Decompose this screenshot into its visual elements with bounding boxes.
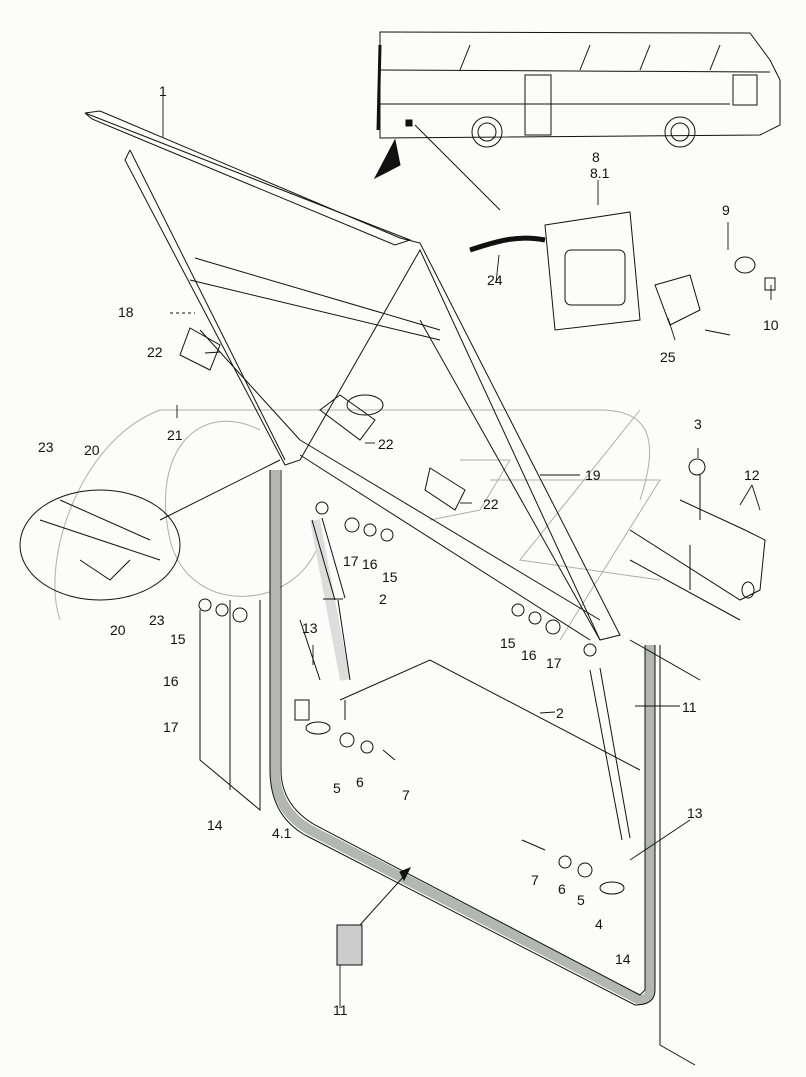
- callout-14: 14: [207, 817, 223, 833]
- callout-25: 25: [660, 349, 676, 365]
- callout-8-1: 8.1: [590, 165, 610, 181]
- callout-15: 15: [382, 569, 398, 585]
- callout-4-1: 4.1: [272, 825, 292, 841]
- callout-4: 4: [595, 916, 603, 932]
- fasteners: [198, 458, 706, 895]
- callout-15: 15: [170, 631, 186, 647]
- callout-9: 9: [722, 202, 730, 218]
- callout-17: 17: [546, 655, 562, 671]
- seal-profile: [336, 867, 412, 966]
- callout-2: 2: [379, 591, 387, 607]
- flap-panel: [84, 110, 621, 641]
- callout-17: 17: [163, 719, 179, 735]
- lock-assembly: [469, 211, 776, 336]
- callout-7: 7: [531, 872, 539, 888]
- callout-19: 19: [585, 467, 601, 483]
- callout-24: 24: [487, 272, 503, 288]
- callout-1: 1: [159, 83, 167, 99]
- bracket-12: [629, 499, 766, 621]
- callout-20: 20: [84, 442, 100, 458]
- door-frame-lower: [199, 600, 641, 812]
- gas-spring-left: [310, 501, 351, 681]
- callout-16: 16: [362, 556, 378, 572]
- callout-17: 17: [343, 553, 359, 569]
- callout-2: 2: [556, 705, 564, 721]
- callout-21: 21: [167, 427, 183, 443]
- callout-20: 20: [110, 622, 126, 638]
- callout-11: 11: [682, 699, 697, 715]
- callout-22: 22: [483, 496, 499, 512]
- callout-18: 18: [118, 304, 134, 320]
- bus-illustration: [373, 31, 781, 211]
- callout-12: 12: [744, 467, 760, 483]
- seal-frame: [269, 470, 701, 1066]
- callout-16: 16: [163, 673, 179, 689]
- callout-22: 22: [147, 344, 163, 360]
- callout-8: 8: [592, 149, 600, 165]
- detail-view-hinge: [19, 459, 281, 601]
- callout-23: 23: [149, 612, 165, 628]
- callout-3: 3: [694, 416, 702, 432]
- callout-6: 6: [558, 881, 566, 897]
- callout-11: 11: [333, 1002, 348, 1018]
- callout-10: 10: [763, 317, 779, 333]
- gas-spring-right: [583, 643, 631, 841]
- callout-14: 14: [615, 951, 631, 967]
- callout-23: 23: [38, 439, 54, 455]
- callout-5: 5: [577, 892, 585, 908]
- callout-22: 22: [378, 436, 394, 452]
- callout-5: 5: [333, 780, 341, 796]
- callout-13: 13: [302, 620, 318, 636]
- callout-15: 15: [500, 635, 516, 651]
- callout-16: 16: [521, 647, 537, 663]
- callout-7: 7: [402, 787, 410, 803]
- callout-6: 6: [356, 774, 364, 790]
- leader-lines: [162, 96, 772, 1008]
- callout-13: 13: [687, 805, 703, 821]
- watermark: [54, 409, 661, 641]
